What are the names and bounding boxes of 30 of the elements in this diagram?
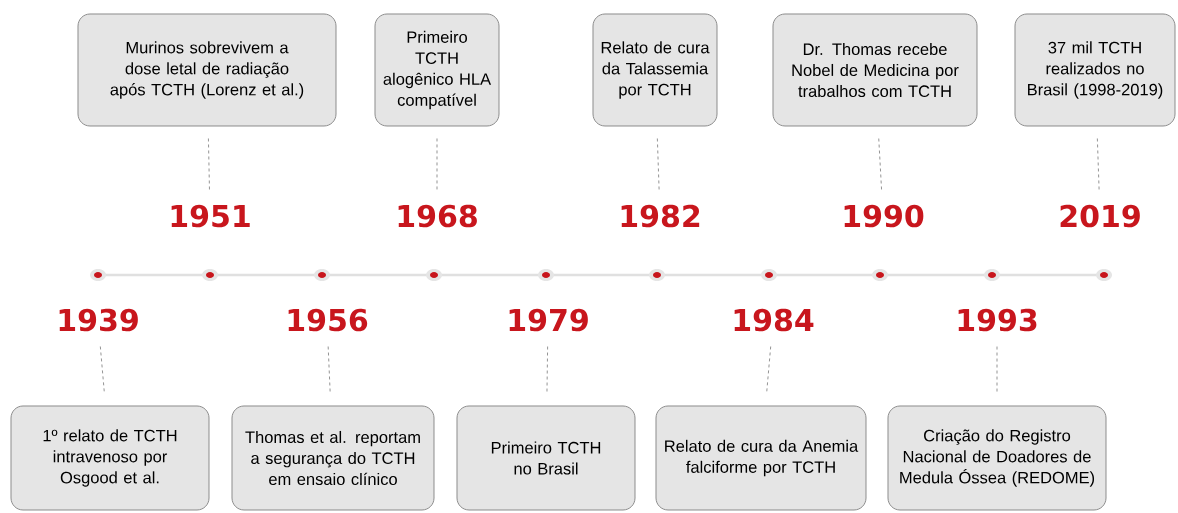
event-box: Primeiro TCTH no Brasil	[456, 405, 636, 511]
connector-line	[657, 138, 660, 190]
connector-line	[996, 346, 998, 394]
event-box: Primeiro TCTH alogênico HLA compatível	[374, 13, 500, 127]
year-label: 1968	[398, 204, 477, 228]
event-box: Relato de cura da Talassemia por TCTH	[592, 13, 718, 127]
year-label: 1990	[844, 204, 924, 228]
connector-line	[1097, 138, 1100, 190]
event-box: 1º relato de TCTH intravenoso por Osgood et al.	[10, 405, 210, 511]
event-box: Murinos sobrevivem a dose letal de radiação após TCTH (Lorenz et al.)	[77, 13, 337, 127]
event-box: Dr. Thomas recebe Nobel de Medicina por trabalhos com TCTH	[772, 13, 978, 127]
connector-line	[766, 346, 771, 394]
event-box: Criação do Registro Nacional de Doadores de Medula Óssea (REDOME)	[887, 405, 1107, 511]
event-box: Relato de cura da Anemia falciforme por TCTH	[655, 405, 867, 511]
year-label: 1951	[171, 204, 250, 228]
event-box: 37 mil TCTH realizados no Brasil (1998-2019)	[1014, 13, 1176, 127]
connector-line	[208, 138, 210, 190]
connector-line	[100, 346, 105, 394]
year-label: 1956	[288, 308, 368, 332]
connector-line	[878, 138, 882, 190]
year-label: 1979	[509, 308, 588, 332]
connector-line	[327, 346, 331, 394]
year-label: 2019	[1060, 204, 1140, 228]
year-label: 1939	[59, 308, 138, 332]
year-label: 1993	[958, 308, 1037, 332]
event-box: Thomas et al. reportam a segurança do TCTH em ensaio clínico	[231, 405, 435, 511]
connector-line	[546, 346, 548, 394]
year-label: 1982	[621, 204, 700, 228]
connector-line	[436, 138, 438, 190]
year-label: 1984	[734, 308, 814, 332]
